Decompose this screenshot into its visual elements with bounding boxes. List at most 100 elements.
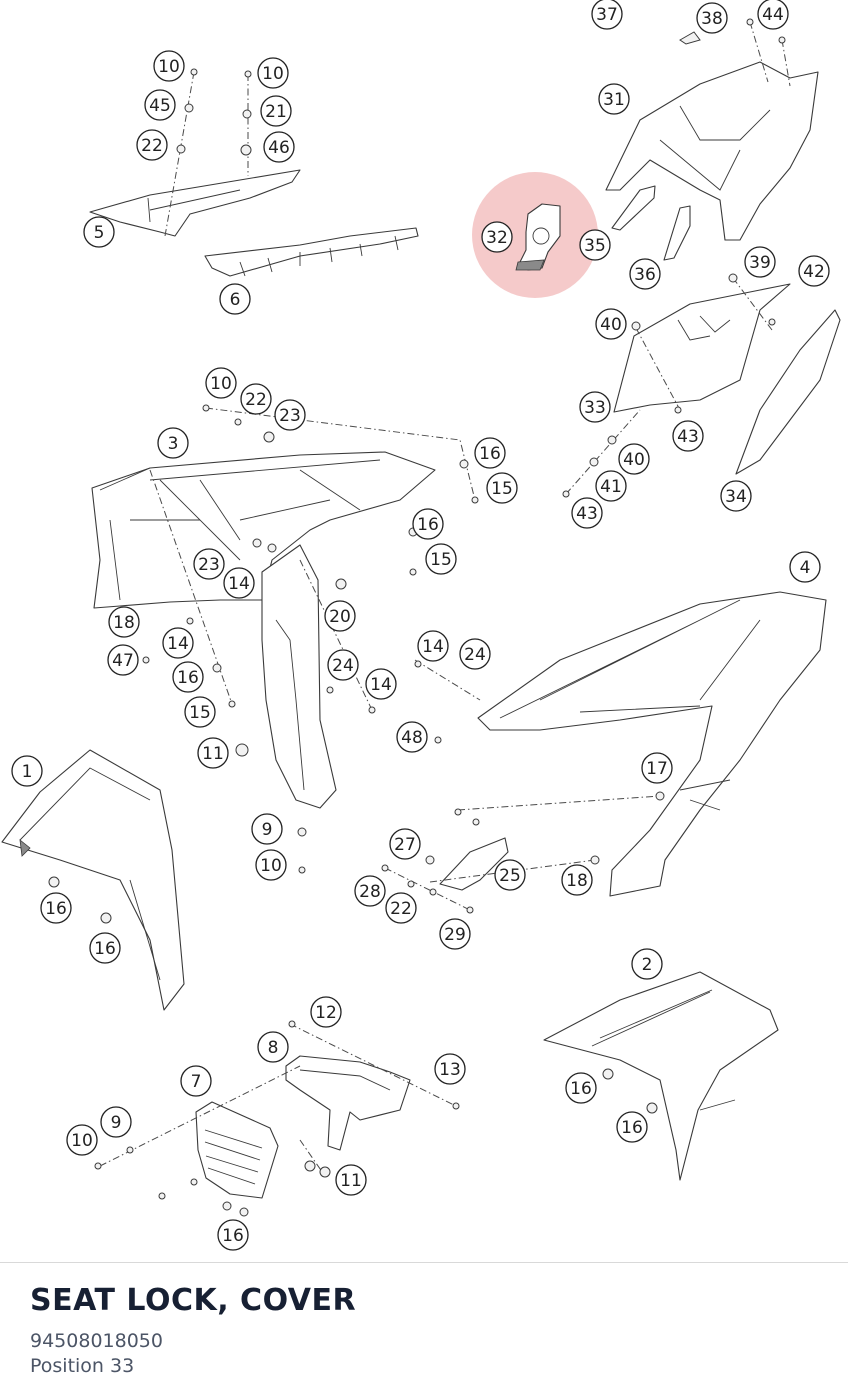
part-5-cover[interactable]	[89, 169, 301, 237]
callout-40[interactable]: 40	[595, 308, 627, 340]
callout-10[interactable]: 10	[205, 367, 237, 399]
callout-16[interactable]: 16	[172, 661, 204, 693]
callout-45[interactable]: 45	[144, 89, 176, 121]
callout-18[interactable]: 18	[561, 864, 593, 896]
callout-14[interactable]: 14	[417, 630, 449, 662]
callout-6[interactable]: 6	[219, 283, 251, 315]
callout-23[interactable]: 23	[193, 548, 225, 580]
callout-46[interactable]: 46	[263, 131, 295, 163]
callout-circle	[798, 255, 830, 287]
callout-48[interactable]: 48	[396, 721, 428, 753]
callout-43[interactable]: 43	[672, 420, 704, 452]
callout-9[interactable]: 9	[100, 1106, 132, 1138]
callout-32[interactable]: 32	[481, 221, 513, 253]
callout-circle	[107, 644, 139, 676]
callout-28[interactable]: 28	[354, 875, 386, 907]
callout-16[interactable]: 16	[217, 1219, 249, 1251]
callout-38[interactable]: 38	[696, 2, 728, 34]
callout-33[interactable]: 33	[579, 391, 611, 423]
callout-11[interactable]: 11	[197, 737, 229, 769]
callout-9[interactable]: 9	[251, 813, 283, 845]
callout-24[interactable]: 24	[459, 638, 491, 670]
callout-10[interactable]: 10	[255, 849, 287, 881]
callout-34[interactable]: 34	[720, 480, 752, 512]
callout-16[interactable]: 16	[40, 892, 72, 924]
callout-23[interactable]: 23	[274, 399, 306, 431]
part-vertical-fairing[interactable]	[261, 544, 337, 809]
part-8-frame[interactable]	[285, 1055, 411, 1151]
callout-number: 25	[499, 866, 521, 886]
callout-21[interactable]: 21	[260, 95, 292, 127]
callout-41[interactable]: 41	[595, 470, 627, 502]
part-6-strip[interactable]	[204, 227, 419, 277]
part-info-panel: SEAT LOCK, COVER 94508018050 Position 33	[0, 1262, 848, 1391]
part-37-trim[interactable]	[611, 185, 691, 261]
callout-4[interactable]: 4	[789, 551, 821, 583]
part-32-tail[interactable]	[605, 61, 819, 241]
callout-number: 42	[803, 262, 825, 282]
part-4-side-cover[interactable]	[477, 591, 827, 897]
callout-16[interactable]: 16	[616, 1111, 648, 1143]
callout-13[interactable]: 13	[434, 1053, 466, 1085]
callout-12[interactable]: 12	[310, 996, 342, 1028]
callout-14[interactable]: 14	[223, 567, 255, 599]
part-27-bracket[interactable]	[439, 837, 509, 891]
callout-number: 8	[268, 1038, 279, 1058]
callout-circle	[180, 1065, 212, 1097]
callout-14[interactable]: 14	[162, 627, 194, 659]
callout-15[interactable]: 15	[486, 472, 518, 504]
callout-circle	[720, 480, 752, 512]
callout-1[interactable]: 1	[11, 755, 43, 787]
callout-16[interactable]: 16	[474, 437, 506, 469]
callout-42[interactable]: 42	[798, 255, 830, 287]
callout-number: 17	[646, 759, 668, 779]
callout-43[interactable]: 43	[571, 497, 603, 529]
callout-44[interactable]: 44	[757, 0, 789, 30]
callout-16[interactable]: 16	[89, 932, 121, 964]
highlighted-part-33[interactable]	[472, 172, 598, 298]
callout-31[interactable]: 31	[598, 83, 630, 115]
callout-25[interactable]: 25	[494, 859, 526, 891]
callout-22[interactable]: 22	[136, 129, 168, 161]
callout-16[interactable]: 16	[565, 1072, 597, 1104]
callout-15[interactable]: 15	[425, 543, 457, 575]
part-1-fairing[interactable]	[1, 749, 185, 1011]
callout-number: 36	[634, 265, 656, 285]
callout-15[interactable]: 15	[184, 696, 216, 728]
callout-circle	[629, 258, 661, 290]
callout-18[interactable]: 18	[108, 606, 140, 638]
callout-16[interactable]: 16	[412, 508, 444, 540]
callout-36[interactable]: 36	[629, 258, 661, 290]
part-34-cover[interactable]	[613, 283, 791, 413]
callout-47[interactable]: 47	[107, 644, 139, 676]
callout-17[interactable]: 17	[641, 752, 673, 784]
callout-8[interactable]: 8	[257, 1031, 289, 1063]
callout-2[interactable]: 2	[631, 948, 663, 980]
callout-35[interactable]: 35	[579, 229, 611, 261]
callout-14[interactable]: 14	[365, 668, 397, 700]
callout-7[interactable]: 7	[180, 1065, 212, 1097]
callout-20[interactable]: 20	[324, 600, 356, 632]
part-2-fairing[interactable]	[543, 971, 779, 1181]
callout-40[interactable]: 40	[618, 443, 650, 475]
callout-24[interactable]: 24	[327, 649, 359, 681]
callout-circle	[389, 828, 421, 860]
callout-5[interactable]: 5	[83, 216, 115, 248]
callout-37[interactable]: 37	[591, 0, 623, 30]
callout-10[interactable]: 10	[66, 1124, 98, 1156]
callout-circle	[439, 918, 471, 950]
callout-10[interactable]: 10	[153, 50, 185, 82]
callout-circle	[641, 752, 673, 784]
part-35-cover[interactable]	[735, 309, 841, 475]
part-7-grille[interactable]	[195, 1101, 279, 1199]
callout-22[interactable]: 22	[385, 892, 417, 924]
callout-10[interactable]: 10	[257, 57, 289, 89]
callout-3[interactable]: 3	[157, 427, 189, 459]
callout-number: 16	[621, 1118, 643, 1138]
part-3-fairing[interactable]	[91, 451, 436, 609]
callout-22[interactable]: 22	[240, 383, 272, 415]
callout-29[interactable]: 29	[439, 918, 471, 950]
callout-39[interactable]: 39	[744, 246, 776, 278]
callout-11[interactable]: 11	[335, 1164, 367, 1196]
callout-27[interactable]: 27	[389, 828, 421, 860]
